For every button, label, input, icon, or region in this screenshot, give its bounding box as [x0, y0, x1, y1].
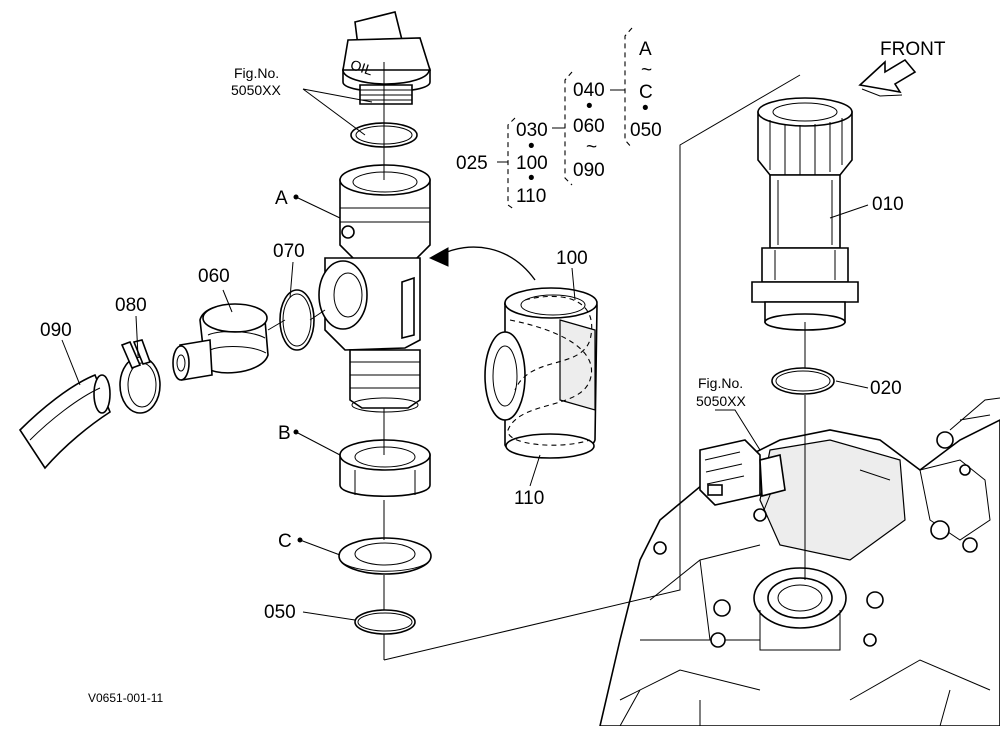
svg-text:•: •	[642, 98, 649, 119]
part-100-rotated-fitting	[484, 287, 598, 459]
callout-080: 080	[115, 295, 147, 316]
bracket-060: 060	[573, 116, 605, 137]
callout-060: 060	[198, 266, 230, 287]
fig-ref-top-number: 5050XX	[231, 82, 281, 98]
bracket-100: 100	[516, 153, 548, 174]
bracket-110: 110	[516, 186, 546, 207]
svg-text:~: ~	[641, 60, 652, 81]
fig-ref-top-label: Fig.No.	[234, 65, 279, 81]
part-010-filter-housing	[751, 97, 859, 331]
part-060-hose-fitting	[172, 303, 269, 381]
drawing-id: V0651-001-11	[88, 691, 163, 705]
fig-ref-right-label: Fig.No.	[698, 375, 743, 391]
part-bracket-group: 025 030 • 100 • 110 040 • 060 ~ 090 A ~ …	[456, 27, 662, 211]
sensor-connector	[699, 439, 786, 506]
ref-a-label: A	[275, 188, 288, 209]
oil-filler-cap: OIL	[342, 11, 432, 105]
callout-050: 050	[264, 602, 296, 623]
ref-b-label: B	[278, 423, 291, 444]
bracket-a: A	[639, 39, 652, 60]
cap-label: OIL	[349, 56, 376, 78]
svg-text:•: •	[586, 96, 593, 117]
part-080-hose-clamp	[119, 339, 161, 414]
engine-block	[598, 397, 1000, 727]
bracket-040: 040	[573, 80, 605, 101]
ref-c-label: C	[278, 531, 292, 552]
svg-text:~: ~	[586, 137, 597, 158]
o-ring-070	[279, 289, 315, 351]
bracket-c: C	[639, 82, 653, 103]
leader-lines	[61, 88, 869, 621]
o-ring-020	[771, 367, 835, 395]
front-label: FRONT	[880, 39, 946, 60]
bracket-050: 050	[630, 120, 662, 141]
bracket-090: 090	[573, 160, 605, 181]
callout-020: 020	[870, 378, 902, 399]
adapter-body-a	[318, 164, 431, 413]
callout-010: 010	[872, 194, 904, 215]
part-090-hose	[18, 373, 111, 470]
assembly-axis-lines	[267, 62, 806, 661]
bracket-030: 030	[516, 120, 548, 141]
washer-c	[338, 537, 432, 575]
nut-b	[339, 439, 431, 497]
callout-110: 110	[514, 488, 544, 509]
svg-text:•: •	[528, 136, 535, 157]
rotation-arrow	[428, 246, 536, 281]
o-ring-050	[354, 609, 416, 635]
callout-100: 100	[556, 248, 588, 269]
fig-ref-right-number: 5050XX	[696, 393, 746, 409]
callout-labels: 010 020 050 060 070 080 090 100 110 A B …	[40, 65, 904, 705]
callout-025: 025	[456, 153, 488, 174]
front-arrow-icon: FRONT	[858, 39, 946, 97]
callout-070: 070	[273, 241, 305, 262]
callout-090: 090	[40, 320, 72, 341]
svg-text:•: •	[528, 168, 535, 189]
